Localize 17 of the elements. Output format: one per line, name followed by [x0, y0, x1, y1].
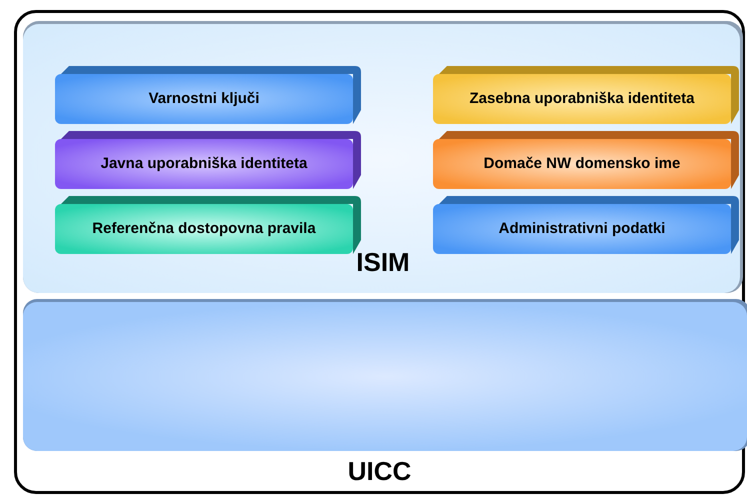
- layer-title: UICC: [346, 456, 412, 487]
- data-block: [55, 196, 361, 254]
- data-block: [55, 66, 361, 124]
- data-block: [55, 131, 361, 189]
- block-label: Domače NW domensko ime: [482, 154, 682, 174]
- data-block: [433, 131, 739, 189]
- block-label: Administrativni podatki: [498, 219, 666, 239]
- empty-layer: [23, 299, 747, 451]
- block-label: Varnostni ključi: [148, 89, 260, 109]
- block-label: Referenčna dostopovna pravila: [91, 219, 317, 239]
- uicc-frame: [14, 10, 745, 494]
- block-label: Javna uporabniška identiteta: [100, 154, 308, 174]
- block-label: Zasebna uporabniška identiteta: [468, 89, 696, 109]
- data-block: [433, 196, 739, 254]
- isim-panel: [23, 21, 743, 293]
- data-block: [433, 66, 739, 124]
- layer-title: ISIM: [355, 247, 411, 278]
